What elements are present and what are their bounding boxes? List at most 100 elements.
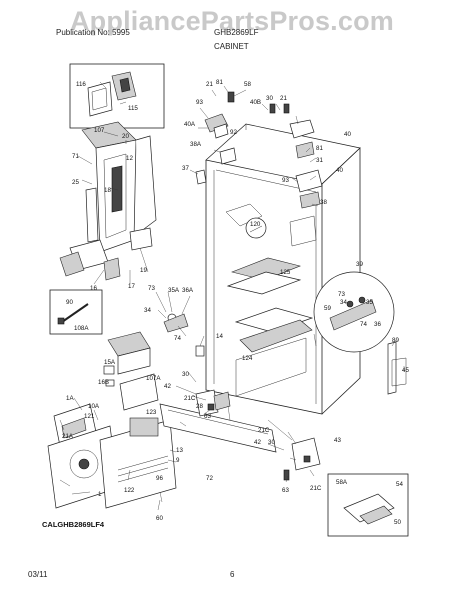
control-housing-assembly	[103, 331, 159, 411]
part-115-housing	[87, 71, 137, 117]
bottom-hinge-right	[283, 437, 321, 481]
inset-box-58a	[327, 473, 409, 537]
top-hinge-assembly-right	[269, 103, 323, 209]
model-code: CALGHB2869LF4	[42, 520, 105, 529]
callout-63-right: 63	[282, 487, 289, 494]
callout-124: 124	[242, 355, 253, 362]
callout-34-left: 34	[144, 307, 151, 314]
callout-38-right: 38	[320, 199, 327, 206]
callout-31: 31	[316, 157, 323, 164]
callout-74-detail: 74	[360, 321, 367, 328]
callout-21c-left: 21C	[184, 395, 196, 402]
watermark: AppliancePartsPros.com	[69, 6, 394, 36]
callout-28-left: 28	[196, 403, 203, 410]
callout-40-top: 40	[344, 131, 351, 138]
callout-labels: 116 115 107 20 12 71 25 18 16 17 19 90 1…	[62, 79, 409, 526]
bottom-hinge-left	[195, 389, 231, 417]
callout-36-detail: 36	[374, 321, 381, 328]
callout-58: 58	[244, 81, 251, 88]
callout-63-left: 63	[204, 413, 211, 420]
callout-125: 125	[280, 269, 291, 276]
callout-74-left: 74	[174, 335, 181, 342]
callout-50: 50	[394, 519, 401, 526]
callout-54: 54	[396, 481, 403, 488]
callout-93: 93	[196, 99, 203, 106]
callout-40b: 40B	[250, 99, 261, 106]
publication-number: Publication No: 5995	[56, 28, 130, 37]
callout-36a: 36A	[182, 287, 194, 294]
leader-lines	[59, 81, 405, 511]
callout-40-right: 40	[336, 167, 343, 174]
callout-72: 72	[206, 475, 213, 482]
callout-18: 18	[104, 187, 111, 194]
callout-30-left: 30	[182, 371, 189, 378]
callout-43: 43	[334, 437, 341, 444]
callout-21c-mid: 21C	[258, 427, 270, 434]
callout-81-right: 81	[316, 145, 323, 152]
callout-107a: 107A	[146, 375, 161, 382]
callout-20: 20	[122, 133, 129, 140]
callout-10a: 10A	[88, 403, 100, 410]
section-title: CABINET	[214, 42, 249, 51]
callout-116: 116	[76, 81, 86, 88]
top-hinge-assembly-left	[204, 91, 237, 165]
callout-121: 121	[84, 413, 95, 420]
callout-42-right: 42	[254, 439, 261, 446]
callout-1a: 1A	[66, 395, 74, 402]
callout-25: 25	[72, 179, 79, 186]
callout-16: 16	[90, 285, 97, 292]
callout-35a: 35A	[168, 287, 180, 294]
callout-42-left: 42	[164, 383, 171, 390]
part-37	[195, 169, 207, 185]
callout-15a: 15A	[104, 359, 116, 366]
air-duct-assembly	[59, 121, 157, 281]
callout-122: 122	[124, 487, 135, 494]
callout-40a: 40A	[184, 121, 196, 128]
callout-19: 19	[140, 267, 147, 274]
callout-38a: 38A	[190, 141, 202, 148]
callout-30: 30	[266, 95, 273, 102]
callout-73-detail: 73	[338, 291, 345, 298]
callout-21-top: 21	[206, 81, 213, 88]
callout-9: 9	[176, 457, 180, 464]
callout-89: 89	[392, 337, 399, 344]
part-72-grille	[159, 403, 277, 453]
part-123	[129, 417, 159, 437]
callout-60: 60	[156, 515, 163, 522]
callout-21-mid: 21	[280, 95, 287, 102]
fan-assembly	[47, 403, 177, 509]
part-124-panel	[239, 319, 313, 353]
callout-123: 123	[146, 409, 157, 416]
footer-date: 03/11	[28, 570, 48, 579]
callout-14: 14	[216, 333, 223, 340]
callout-34-detail: 34	[340, 299, 347, 306]
callout-120: 120	[250, 221, 261, 228]
callout-13: 13	[176, 447, 183, 454]
callout-12: 12	[126, 155, 133, 162]
model-number: GHB2869LF	[214, 28, 259, 37]
callout-21a-top: 21A	[62, 433, 74, 440]
callout-30-right: 30	[268, 439, 275, 446]
callout-81: 81	[216, 79, 223, 86]
callout-71: 71	[72, 153, 79, 160]
inset-box-90	[49, 289, 103, 335]
callout-16b: 16B	[98, 379, 109, 386]
callout-96: 96	[156, 475, 163, 482]
callout-59: 59	[324, 305, 331, 312]
callout-73-left: 73	[148, 285, 155, 292]
callout-17: 17	[128, 283, 135, 290]
callout-21c-right: 21C	[310, 485, 322, 492]
footer-page: 6	[230, 570, 235, 579]
callout-1: 1	[98, 491, 102, 498]
callout-35-detail: 35	[366, 299, 373, 306]
callout-45: 45	[402, 367, 409, 374]
callout-115: 115	[128, 105, 138, 112]
cabinet-body	[205, 123, 361, 415]
callout-107: 107	[94, 127, 105, 134]
detail-circle-120	[245, 217, 267, 239]
callout-90: 90	[66, 299, 73, 306]
part-14	[195, 345, 205, 357]
callout-92: 92	[230, 129, 237, 136]
callout-108a: 108A	[74, 325, 89, 332]
